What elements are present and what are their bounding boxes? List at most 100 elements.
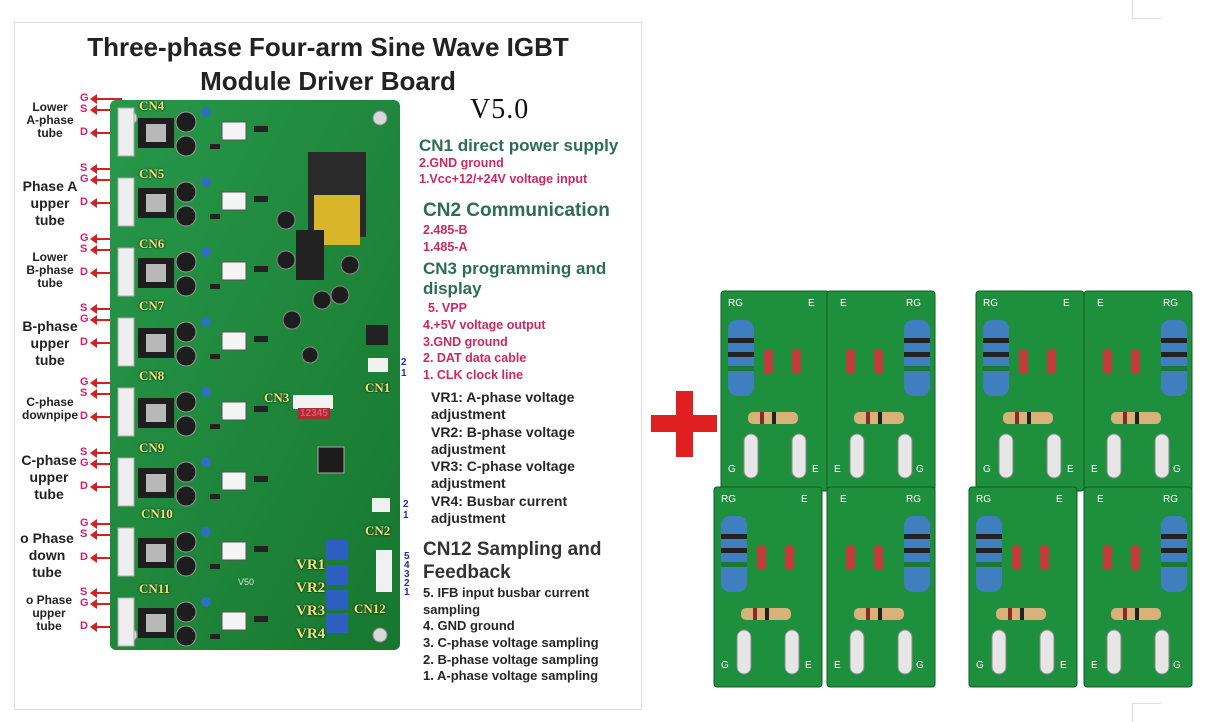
terminal-slot [1154,433,1170,479]
side-label-text: C-phase upper tube [21,452,77,502]
zener-diode [1103,350,1112,374]
optocoupler [221,611,247,631]
smd-component [210,634,220,639]
label-e: E [834,660,841,671]
igbt-gate-board: RG E G E [826,290,936,492]
zener-diode [1131,350,1140,374]
resistor-band [772,412,776,424]
driver-board-image: V50 [110,100,400,650]
pin-arrow [90,622,122,632]
pin-arrow [90,412,122,422]
connector-housing [117,247,135,297]
pin-letter-g: G [80,517,89,529]
terminal-slot [1154,629,1170,675]
terminal-slot [784,629,800,675]
resistor-band [866,412,870,424]
label-e: E [1060,660,1067,671]
label-e: E [1056,494,1063,505]
pin-letter-s: S [80,528,88,540]
cn12-item-4: 4. GND ground [423,618,515,633]
pin-letter-g: G [80,173,89,185]
silkscreen-cn7: CN7 [139,298,165,313]
resistor-band [976,562,1002,567]
pin-arrow [90,459,122,469]
electrolytic-capacitor [175,251,197,273]
smd-component [254,406,268,412]
connector-housing [117,527,135,577]
zener-diode [1131,546,1140,570]
label-e: E [1091,464,1098,475]
power-resistor [721,516,747,592]
resistor-band [728,352,754,357]
zener-diode [1040,546,1049,570]
smd-component [210,354,220,359]
ceramic-capacitor [201,597,211,607]
optocoupler [221,261,247,281]
cn1-item-2: 1.Vcc+12/+24V voltage input [419,172,588,186]
heatsink-tab [146,124,166,142]
side-label-upper-c: C-phase upper tube [16,452,82,503]
smd-component [254,336,268,342]
label-g: G [728,464,736,475]
plus-icon [651,391,717,457]
pin-letter-g: G [80,597,89,609]
resistor-band [1161,338,1187,343]
optocoupler [221,471,247,491]
pin-letter-g: G [80,457,89,469]
optocoupler [221,541,247,561]
smd-component [210,284,220,289]
smd-component [210,564,220,569]
cn12-pin-number: 4 [404,560,410,571]
label-rg: RG [906,298,921,309]
heatsink-tab [146,614,166,632]
terminal-slot [791,433,807,479]
pin-arrow [90,94,122,104]
power-resistor [976,516,1002,592]
resistor-band [1161,352,1187,357]
silkscreen-cn2: CN2 [365,523,391,538]
optocoupler [221,401,247,421]
heatsink-tab [146,334,166,352]
pin-letter-s: S [80,446,88,458]
cn1-item-1: 2.GND ground [419,156,504,170]
pin-letter-s: S [80,586,88,598]
label-g: G [1173,660,1181,671]
pin-arrow [90,389,122,399]
silkscreen-cn4: CN4 [139,98,165,113]
pin-letter-d: D [80,410,88,422]
pin-arrow [90,482,122,492]
cn12-pin-number: 2 [404,578,410,589]
pin-arrow [90,198,122,208]
pin-arrow [90,234,122,244]
pin-letter-g: G [80,92,89,104]
cn2-item-1: 2.485-B [423,223,468,237]
power-resistor [904,320,930,396]
title-line-1: Three-phase Four-arm Sine Wave IGBT [87,32,569,62]
electrolytic-capacitor [175,461,197,483]
label-e: E [834,464,841,475]
title-line-2: Module Driver Board [200,66,456,96]
pin-arrow [90,128,122,138]
pin-arrow [90,553,122,563]
label-rg: RG [1163,494,1178,505]
connector-housing [117,177,135,227]
label-g: G [916,464,924,475]
side-label-upper-a: Phase A upper tube [18,178,82,229]
resistor-band [1161,548,1187,553]
label-e: E [840,298,847,309]
side-label-upper-b: B-phase upper tube [18,318,82,369]
cn3-item-4: 4.+5V voltage output [423,318,546,332]
cn2-pin-number: 2 [403,499,409,510]
pin-letter-d: D [80,126,88,138]
pin-arrow [90,599,122,609]
silkscreen-cn6: CN6 [139,236,165,251]
smd-component [254,196,268,202]
cn3-item-3: 3.GND ground [423,335,508,349]
resistor-band [1161,562,1187,567]
smd-component [254,546,268,552]
electrolytic-capacitor [175,391,197,413]
side-label-text: Lower A-phase tube [26,100,74,140]
